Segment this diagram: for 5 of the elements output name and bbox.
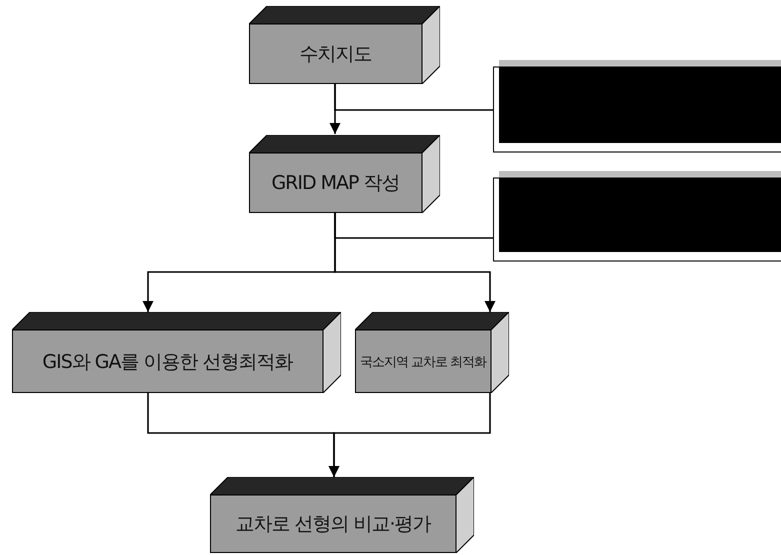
filled-box [493,171,781,262]
arrow [334,213,496,312]
connector-line [334,84,493,111]
arrow [328,393,491,477]
filled-box [493,60,781,153]
